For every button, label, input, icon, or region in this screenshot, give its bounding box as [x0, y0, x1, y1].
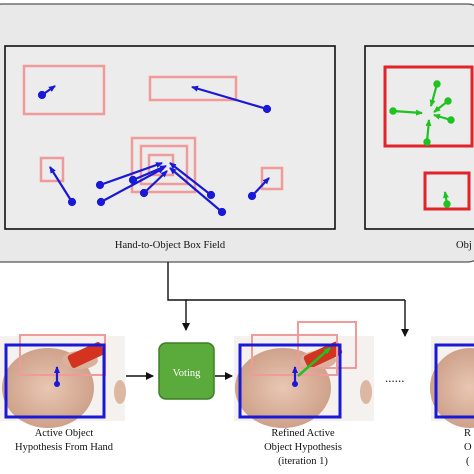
- active-object-box: [423, 171, 471, 211]
- step1-caption-line2: Hypothesis From Hand: [15, 442, 114, 453]
- hypothesis-box: [22, 64, 106, 116]
- hand-photo-2: [234, 321, 374, 428]
- hypothesis-box: [139, 144, 189, 186]
- step3-caption-line1: R: [464, 428, 471, 439]
- step2-caption-line1: Refined Active: [271, 428, 335, 439]
- voting-label: Voting: [173, 368, 202, 379]
- step1-caption-line1: Active Object: [35, 428, 94, 439]
- hypothesis-box: [148, 75, 238, 102]
- offset-vectors: [37, 85, 272, 217]
- hypothesis-box: [39, 156, 65, 183]
- ellipsis: ......: [385, 370, 405, 385]
- voting-button: Voting: [158, 342, 215, 400]
- vote-vectors: [389, 80, 455, 208]
- step3-caption-line2: O: [464, 442, 472, 453]
- step3-caption-line3: (: [466, 456, 470, 467]
- active-object-box: [383, 65, 474, 148]
- object-panel: [364, 45, 474, 230]
- box-field-caption: Hand-to-Object Box Field: [115, 240, 226, 251]
- active-object-hypothesis-box: [4, 343, 106, 419]
- hand-photo-3: [430, 336, 474, 428]
- refined-hypothesis-box: [238, 343, 342, 419]
- step2-caption-line3: (iteration 1): [278, 456, 328, 467]
- final-hypothesis-box: [434, 343, 474, 419]
- box-field-panel: [4, 45, 336, 230]
- hypothesis-box: [130, 136, 197, 194]
- object-panel-caption: Obj: [456, 240, 472, 251]
- hand-photo-1: [0, 334, 126, 428]
- step2-caption-line2: Object Hypothesis: [264, 442, 342, 453]
- hypothesis-box: [260, 166, 284, 191]
- connector-top-to-voting: [167, 262, 190, 331]
